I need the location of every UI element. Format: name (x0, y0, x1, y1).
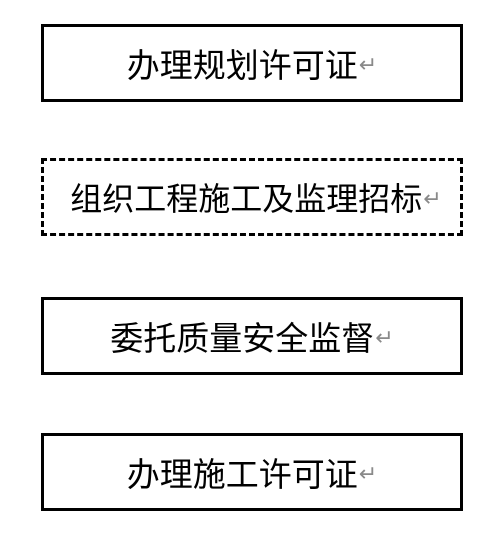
step-box-construction-bidding: 组织工程施工及监理招标↵ (41, 158, 463, 236)
step-box-planning-permit: 办理规划许可证↵ (41, 24, 463, 102)
step-label: 办理规划许可证 (126, 46, 358, 85)
step-label: 办理施工许可证 (126, 455, 358, 494)
return-mark-icon: ↵ (358, 461, 378, 487)
return-mark-icon: ↵ (358, 52, 378, 78)
return-mark-icon: ↵ (375, 325, 394, 351)
step-label: 委托质量安全监督 (110, 319, 375, 358)
step-label: 组织工程施工及监理招标 (70, 180, 423, 218)
step-box-construction-permit: 办理施工许可证↵ (41, 433, 463, 511)
step-box-quality-safety-supervision: 委托质量安全监督↵ (41, 297, 463, 375)
return-mark-icon: ↵ (423, 186, 442, 212)
